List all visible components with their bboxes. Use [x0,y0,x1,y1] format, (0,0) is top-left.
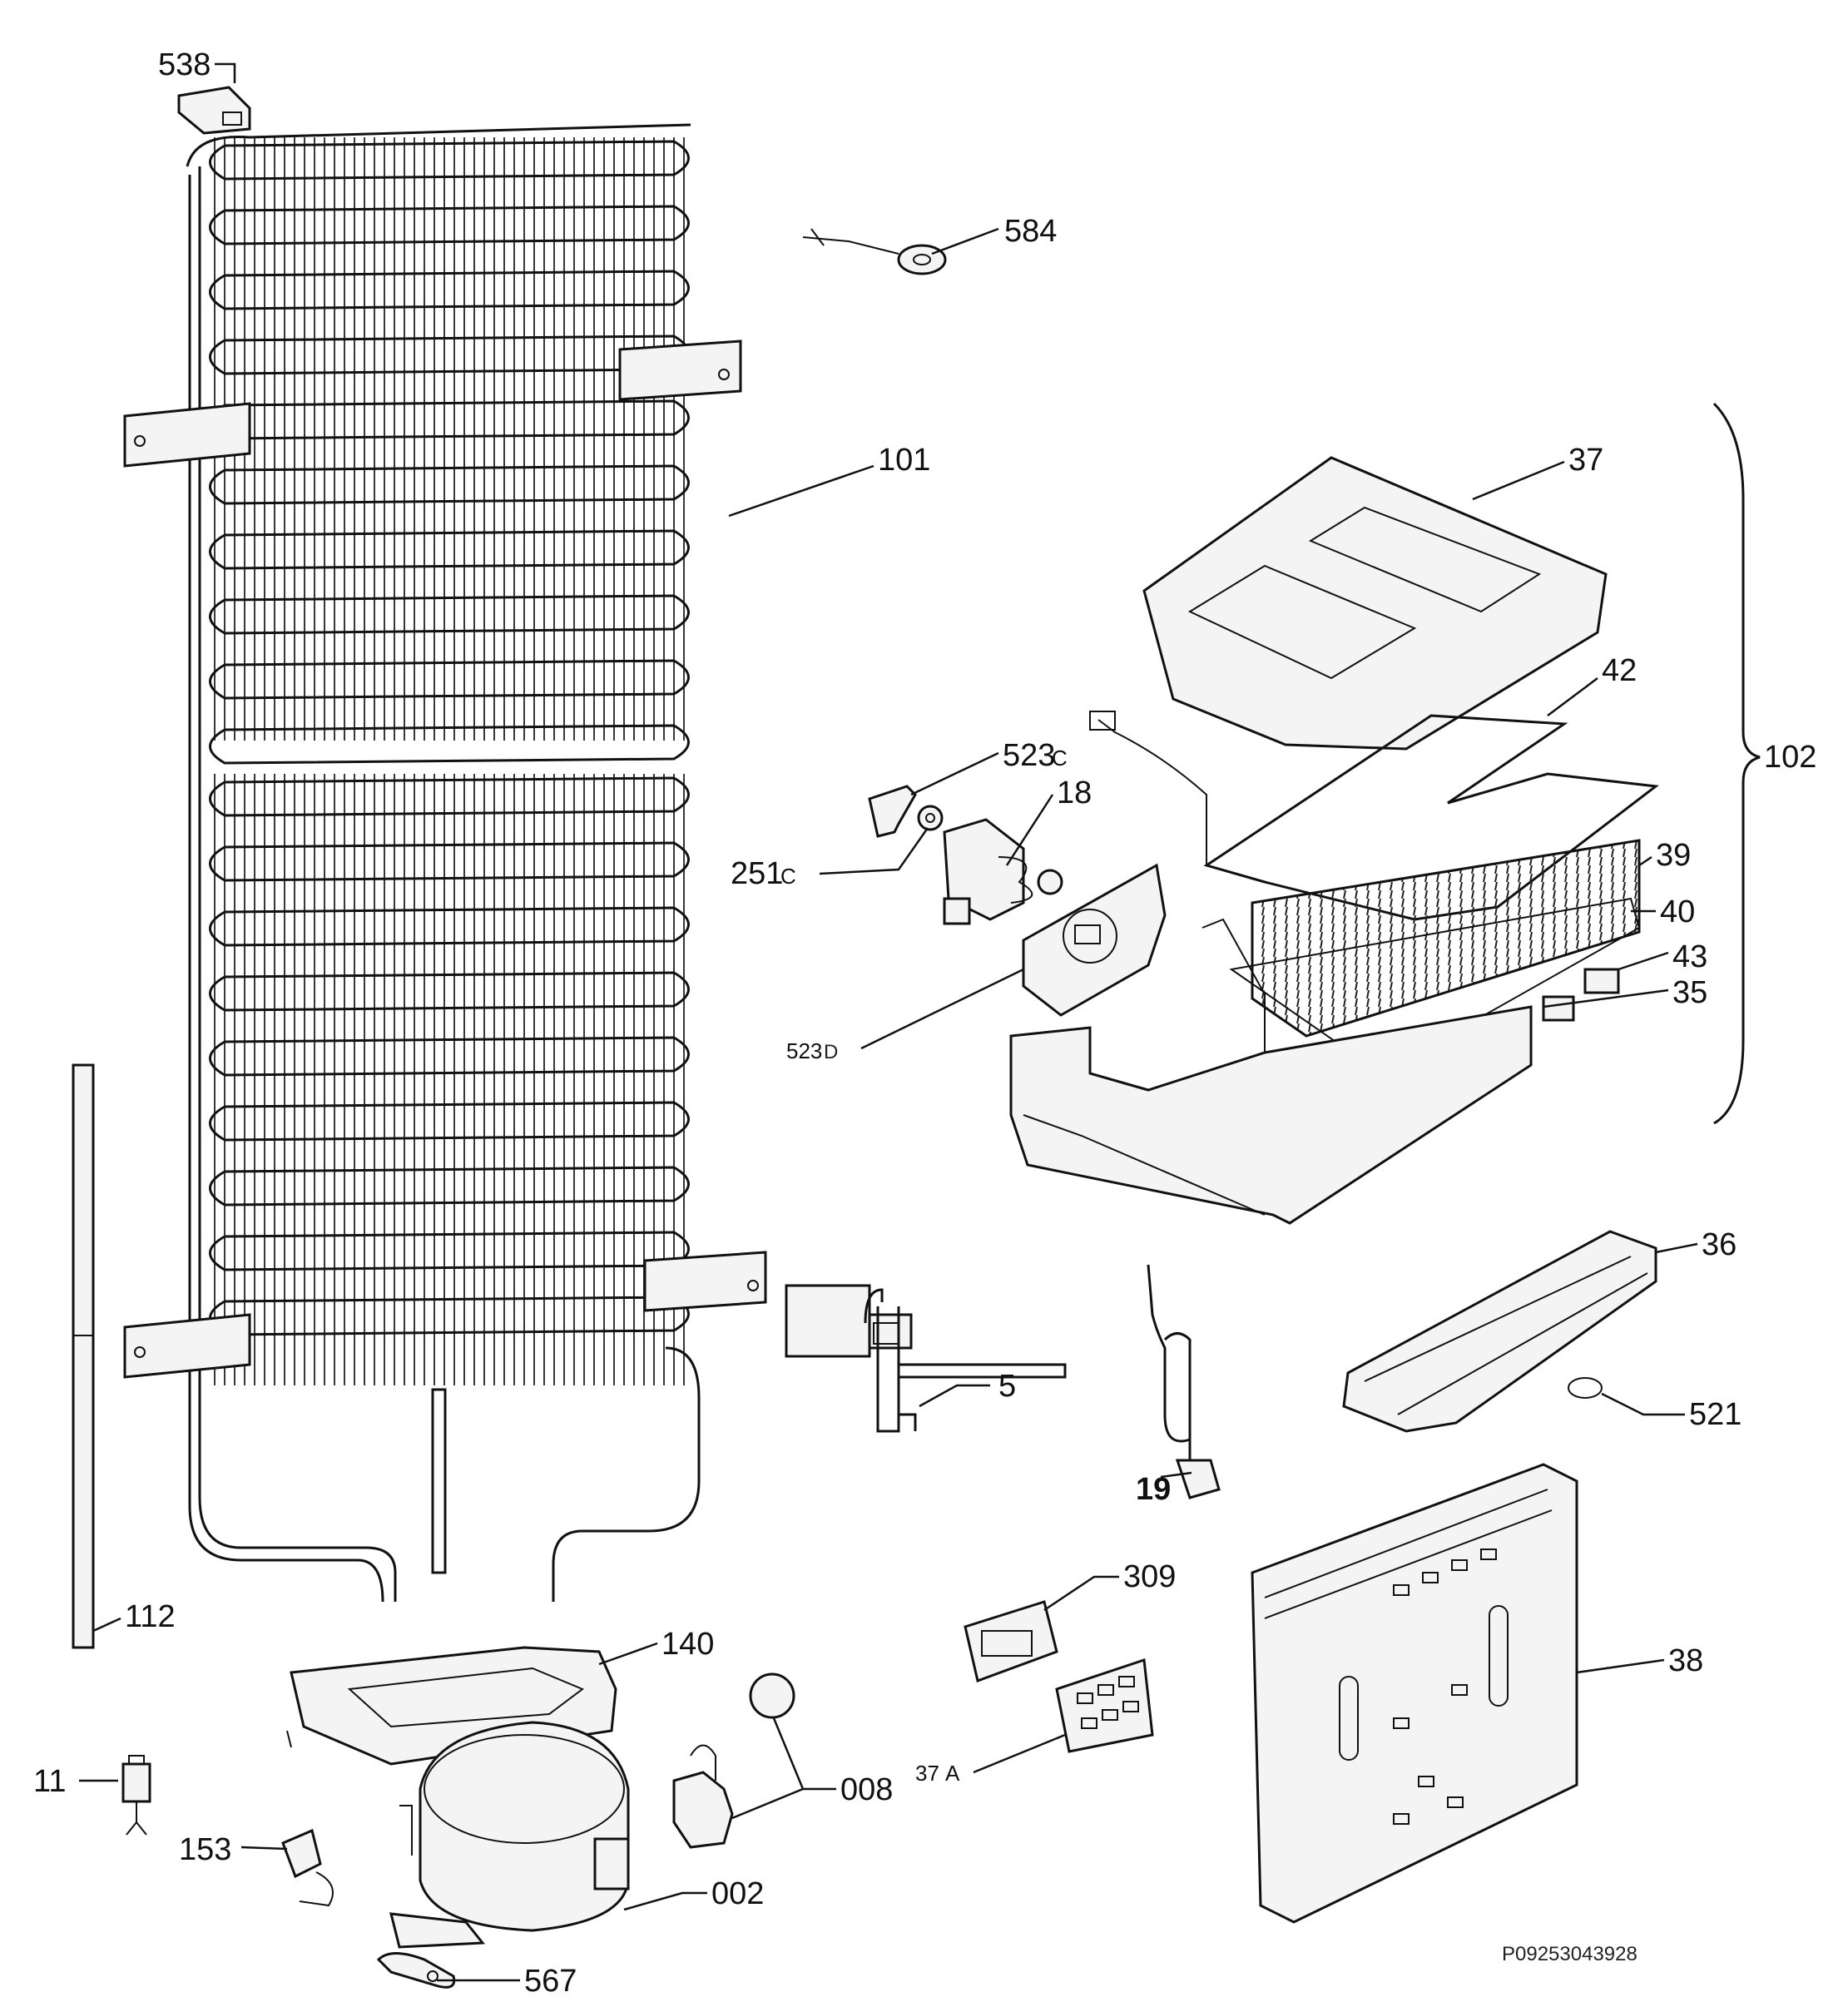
relay-008 [672,1672,795,1849]
coil-loop [209,1166,690,1207]
condenser-coil [186,123,701,1603]
callout-37: 37 [1568,443,1603,478]
callout-101: 101 [878,443,930,478]
callout-35: 35 [1672,975,1707,1010]
callout-140: 140 [661,1627,714,1662]
callout-153: 153 [179,1832,231,1867]
grommet-251c [917,805,944,831]
svg-text:37: 37 [915,1761,939,1786]
reference-code: P09253043928 [1502,1943,1637,1965]
callout-18: 18 [1057,776,1092,810]
callout-37a: 37 A [915,1761,960,1786]
callout-43: 43 [1672,939,1707,974]
svg-text:C: C [780,864,796,889]
evaporator-tray-35 [1009,918,1533,1225]
callout-523c: 523 C [1003,738,1068,773]
solenoid-valve-5 [785,1284,1067,1433]
callout-521: 521 [1689,1397,1741,1432]
callout-251c: 251 C [731,856,796,891]
callout-40: 40 [1660,894,1695,929]
sensor-584 [802,228,947,275]
condenser-bracket-top-left [123,339,742,468]
drain-channel-36 [1342,1230,1657,1433]
coil-loop [209,140,690,181]
svg-text:251: 251 [731,856,783,891]
callout-002: 002 [711,1876,764,1911]
connector-538 [177,86,251,135]
control-board-309 [964,1600,1058,1682]
coil-loop [209,270,690,310]
power-cable-19 [1147,1264,1221,1499]
fan-motor-18 [943,818,1063,925]
coil-loop [209,1101,690,1142]
coil-loop [209,971,690,1012]
ring-521 [1568,1377,1603,1399]
callout-008: 008 [840,1772,893,1807]
control-board-37a [1055,1658,1154,1753]
fitting-11 [121,1755,151,1836]
callout-538: 538 [158,47,211,82]
callout-39: 39 [1656,838,1691,873]
rear-panel-38 [1251,1463,1578,1924]
coil-loop [209,1036,690,1077]
fan-cover-523d [1022,863,1167,1017]
coil-loop [209,841,690,882]
clip-43 [1542,968,1620,1022]
callout-5: 5 [998,1369,1016,1404]
leader-lines [79,62,1698,1982]
callout-584: 584 [1004,214,1057,249]
coil-loop [209,906,690,947]
svg-text:523: 523 [786,1038,822,1063]
condenser-bracket-bottom [123,1251,767,1379]
coil-loop [209,205,690,245]
callout-112: 112 [125,1599,176,1634]
foot-567 [376,1952,456,1989]
evaporator-plate-40 [1229,897,1641,1075]
coil-loop [209,464,690,505]
bracket-523c [868,785,917,838]
callout-42: 42 [1602,653,1637,688]
evaporator-39 [1251,839,1641,1038]
callout-19: 19 [1136,1472,1171,1507]
drain-tube [72,1063,95,1649]
callout-38: 38 [1668,1643,1703,1678]
coil-loop [209,594,690,635]
svg-text:A: A [945,1761,960,1786]
callout-36: 36 [1702,1227,1737,1262]
callout-102: 102 [1764,740,1816,775]
svg-text:523: 523 [1003,738,1055,773]
evaporator-cover-37 [1142,456,1608,751]
compressor-002 [389,1721,630,1949]
bracket-brace-102 [1712,402,1761,1125]
callout-11: 11 [33,1764,66,1799]
valve-153 [281,1828,334,1907]
coil-loop [209,529,690,570]
callout-309: 309 [1123,1559,1176,1594]
coil-loop [209,776,690,817]
callout-labels: 538 584 101 37 42 523 C 18 251 C 39 40 4… [33,47,1816,1997]
callout-567: 567 [524,1964,577,1997]
callout-523d: 523 D [786,1038,838,1063]
svg-text:C: C [1052,746,1068,771]
coil-loop [209,659,690,700]
svg-text:D: D [824,1041,838,1063]
coil-loop [209,724,690,765]
